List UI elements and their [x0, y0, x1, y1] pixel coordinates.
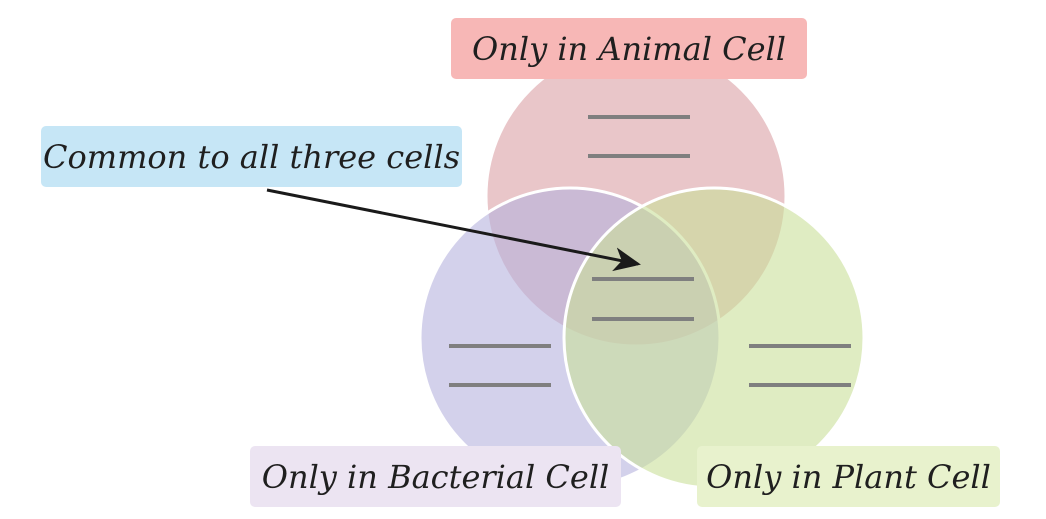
label-common-to-all-three-cells: Common to all three cells: [41, 126, 462, 187]
pointer-arrow: [266, 188, 641, 272]
label-only-in-animal-cell: Only in Animal Cell: [451, 18, 807, 79]
label-only-in-plant-cell: Only in Plant Cell: [697, 446, 1000, 507]
plant-cell-circle: [562, 186, 866, 490]
label-only-in-bacterial-cell: Only in Bacterial Cell: [250, 446, 621, 507]
